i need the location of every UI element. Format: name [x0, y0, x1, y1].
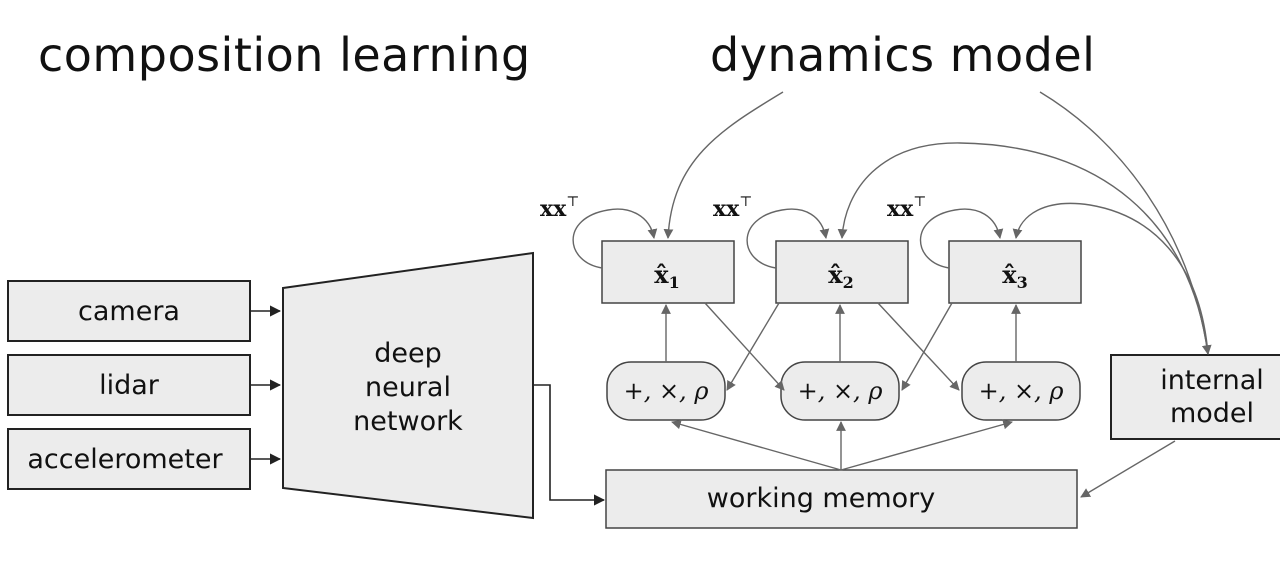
working-memory-box: working memory [605, 469, 1078, 529]
lidar-label: lidar [99, 370, 160, 401]
state-box-2: x̂2 [775, 240, 909, 304]
working-memory-label: working memory [707, 483, 936, 514]
state-1-symbol: x̂ [654, 260, 669, 289]
internal-model-label-line2: model [1170, 398, 1254, 429]
network-label-line2: neural [365, 372, 451, 403]
operator-node-3: +, ×, ρ [961, 361, 1081, 421]
operator-node-2: +, ×, ρ [780, 361, 900, 421]
accelerometer-box: accelerometer [7, 428, 251, 490]
title-composition-learning: composition learning [38, 28, 531, 82]
self-loop-arrow-1 [572, 208, 658, 269]
self-loop-label-1: xx⊤ [540, 194, 579, 222]
internal-model-to-state-3-arrow [1012, 202, 1209, 355]
network-label-line1: deep [374, 338, 442, 369]
internal-model-to-state-2-arrow [837, 142, 1209, 355]
memory-to-operator-1-arrow [671, 419, 842, 471]
internal-model-label-line1: internal [1160, 365, 1264, 396]
state-2-to-operator-1-arrow [726, 302, 780, 391]
self-loop-arrow-3 [919, 208, 1004, 269]
self-loop-arrow-2 [746, 208, 830, 269]
svg-text:x̂1: x̂1 [654, 260, 679, 292]
accelerometer-label: accelerometer [27, 444, 223, 475]
self-loop-label-2: xx⊤ [713, 194, 752, 222]
dynamics-to-state-1-arrow [663, 91, 784, 239]
title-dynamics-model: dynamics model [710, 28, 1096, 82]
deep-neural-network: deep neural network [282, 251, 534, 520]
state-1-subscript: 1 [669, 273, 680, 292]
memory-to-operator-3-arrow [840, 419, 1013, 471]
operator-node-1: +, ×, ρ [606, 361, 726, 421]
state-3-symbol: x̂ [1002, 260, 1017, 289]
state-2-symbol: x̂ [828, 260, 843, 289]
state-1-to-operator-2-arrow [704, 302, 785, 391]
svg-text:x̂3: x̂3 [1002, 260, 1027, 292]
state-2-to-operator-3-arrow [877, 302, 960, 391]
state-3-to-operator-2-arrow [901, 302, 953, 391]
state-box-3: x̂3 [948, 240, 1082, 304]
internal-model-box: internal model [1110, 354, 1280, 440]
operator-2-label: +, ×, ρ [798, 377, 883, 405]
dynamics-to-internal-model-arrow [1039, 91, 1212, 355]
lidar-box: lidar [7, 354, 251, 416]
state-2-subscript: 2 [843, 273, 854, 292]
state-box-1: x̂1 [601, 240, 735, 304]
network-label-line3: network [353, 406, 463, 437]
internal-model-to-memory-arrow [1080, 440, 1176, 498]
network-to-memory-arrow [533, 384, 606, 506]
self-loop-label-3: xx⊤ [887, 194, 926, 222]
svg-text:x̂2: x̂2 [828, 260, 853, 292]
camera-label: camera [78, 296, 180, 327]
camera-box: camera [7, 280, 251, 342]
state-3-subscript: 3 [1017, 273, 1028, 292]
operator-3-label: +, ×, ρ [979, 377, 1064, 405]
operator-1-label: +, ×, ρ [624, 377, 709, 405]
